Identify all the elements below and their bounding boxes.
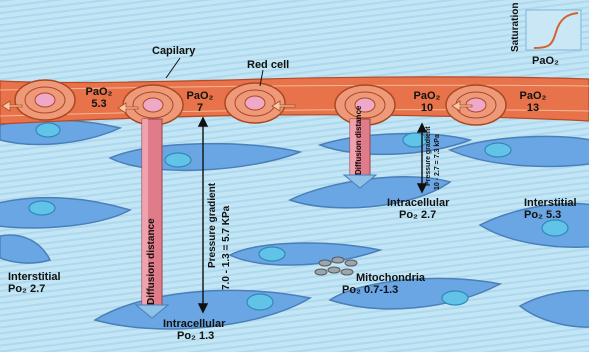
mitochondrion — [319, 260, 331, 266]
red-cell — [15, 80, 75, 120]
diffusion-distance-left: Diffusion distance — [146, 218, 157, 305]
tissue-nucleus — [36, 123, 60, 137]
mitochondrion — [328, 267, 340, 273]
mitochondrion — [315, 269, 327, 275]
tissue-nucleus — [259, 247, 285, 261]
tissue-nucleus — [165, 153, 191, 167]
tissue-nucleus — [247, 294, 273, 310]
capillary-label: Capilary — [152, 45, 195, 57]
saturation-y-label: Saturation — [510, 3, 521, 52]
pressure-gradient-left-value: 7.0 - 1.3 = 5.7 KPa — [221, 206, 232, 290]
saturation-x-label: PaO₂ — [532, 55, 559, 67]
tissue-nucleus — [485, 143, 511, 157]
tissue-nucleus — [403, 133, 427, 147]
red-cell-title: Red cell — [247, 59, 289, 71]
tissue-nucleus — [442, 291, 468, 305]
mitochondrion — [332, 257, 344, 263]
diffusion-distance-right: Diffusion distance — [354, 106, 363, 175]
mitochondrion — [345, 260, 357, 266]
saturation-inset — [526, 10, 581, 50]
pressure-gradient-left: Pressure gradient — [207, 183, 218, 268]
tissue-nucleus — [29, 201, 55, 215]
saturation-graph-box — [526, 10, 581, 50]
red-cell — [225, 83, 285, 123]
pressure-gradient-right: Pressure gradient — [425, 126, 432, 186]
pressure-gradient-right-value: 10 - 2.7 = 7.3 kPa — [434, 134, 441, 190]
tissue-nucleus — [542, 220, 568, 236]
